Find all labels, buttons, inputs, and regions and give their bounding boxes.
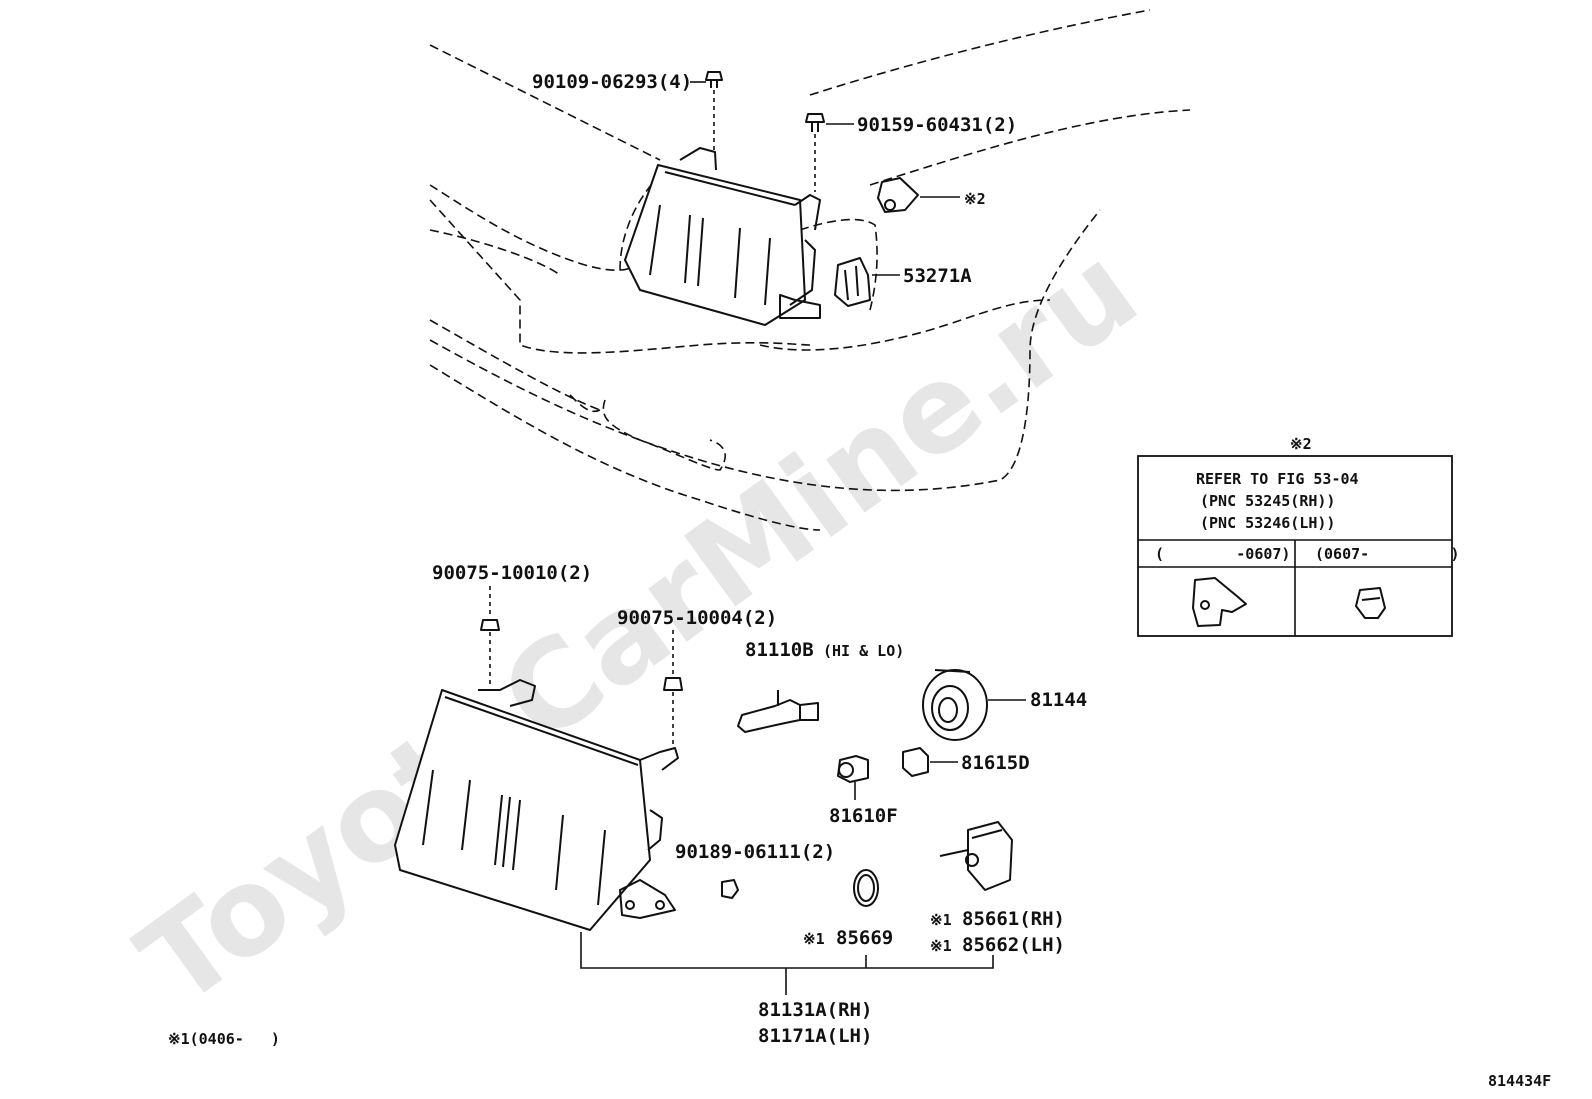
reference-table-col-left: ( -0607) bbox=[1155, 545, 1290, 563]
callout-assy-81171a: 81171A(LH) bbox=[758, 1025, 872, 1047]
clip-bracket-ref bbox=[877, 177, 919, 213]
figure-code: 814434F bbox=[1488, 1072, 1551, 1090]
callout-actuator-lh-mark: ※1 bbox=[930, 937, 952, 955]
callout-bulb-81110b: 81110B bbox=[745, 639, 814, 661]
callout-bracket-53271a: 53271A bbox=[903, 265, 972, 287]
vehicle-body-outline bbox=[429, 9, 1191, 531]
screw-a bbox=[480, 619, 500, 631]
callout-actuator-85661: 85661(RH) bbox=[962, 908, 1065, 930]
callout-screw-90075-10004: 90075-10004(2) bbox=[617, 607, 777, 629]
callout-socket-81144: 81144 bbox=[1030, 689, 1087, 711]
callout-bolt-90109: 90109-06293(4) bbox=[532, 71, 692, 93]
reference-table-line1: REFER TO FIG 53-04 bbox=[1196, 470, 1359, 488]
bolt-upper-a bbox=[705, 71, 723, 88]
callout-assy-81131a: 81131A(RH) bbox=[758, 999, 872, 1021]
callout-nut-90189: 90189-06111(2) bbox=[675, 841, 835, 863]
callout-bolt-90159: 90159-60431(2) bbox=[857, 114, 1017, 136]
reference-table-mark: ※2 bbox=[1290, 435, 1312, 453]
clip-late-icon bbox=[1355, 587, 1386, 619]
callout-connector-81615d: 81615D bbox=[961, 752, 1030, 774]
reference-table-line3: (PNC 53246(LH)) bbox=[1200, 514, 1335, 532]
lower-headlamp-assembly bbox=[394, 679, 679, 931]
gasket bbox=[853, 869, 879, 907]
callout-actuator-rh-mark: ※1 bbox=[930, 911, 952, 929]
callout-ref-2: ※2 bbox=[964, 190, 986, 208]
callout-bulb-81610f: 81610F bbox=[829, 805, 898, 827]
nut bbox=[721, 879, 739, 899]
bulb-small bbox=[837, 755, 869, 783]
callout-gasket-mark: ※1 bbox=[803, 930, 825, 948]
reference-table-col-right: (0607- ) bbox=[1315, 545, 1460, 563]
bracket-53271a bbox=[834, 257, 871, 307]
callout-actuator-85662: 85662(LH) bbox=[962, 934, 1065, 956]
screw-b bbox=[663, 677, 683, 691]
bulb-main bbox=[737, 690, 819, 733]
leveling-actuator bbox=[939, 821, 1013, 891]
callout-bulb-81110b-note: (HI & LO) bbox=[823, 642, 904, 660]
upper-headlamp bbox=[624, 147, 821, 326]
bracket-early-icon bbox=[1192, 577, 1247, 627]
reference-table-line2: (PNC 53245(RH)) bbox=[1200, 492, 1335, 510]
socket-cover bbox=[922, 669, 988, 741]
connector bbox=[902, 747, 929, 777]
reference-table: ※2 REFER TO FIG 53-04 (PNC 53245(RH)) (P… bbox=[1137, 435, 1460, 637]
footnote-1: ※1(0406- ) bbox=[168, 1030, 280, 1048]
callout-gasket-85669: 85669 bbox=[836, 927, 893, 949]
callout-screw-90075-10010: 90075-10010(2) bbox=[432, 562, 592, 584]
bolt-upper-b bbox=[805, 113, 825, 132]
